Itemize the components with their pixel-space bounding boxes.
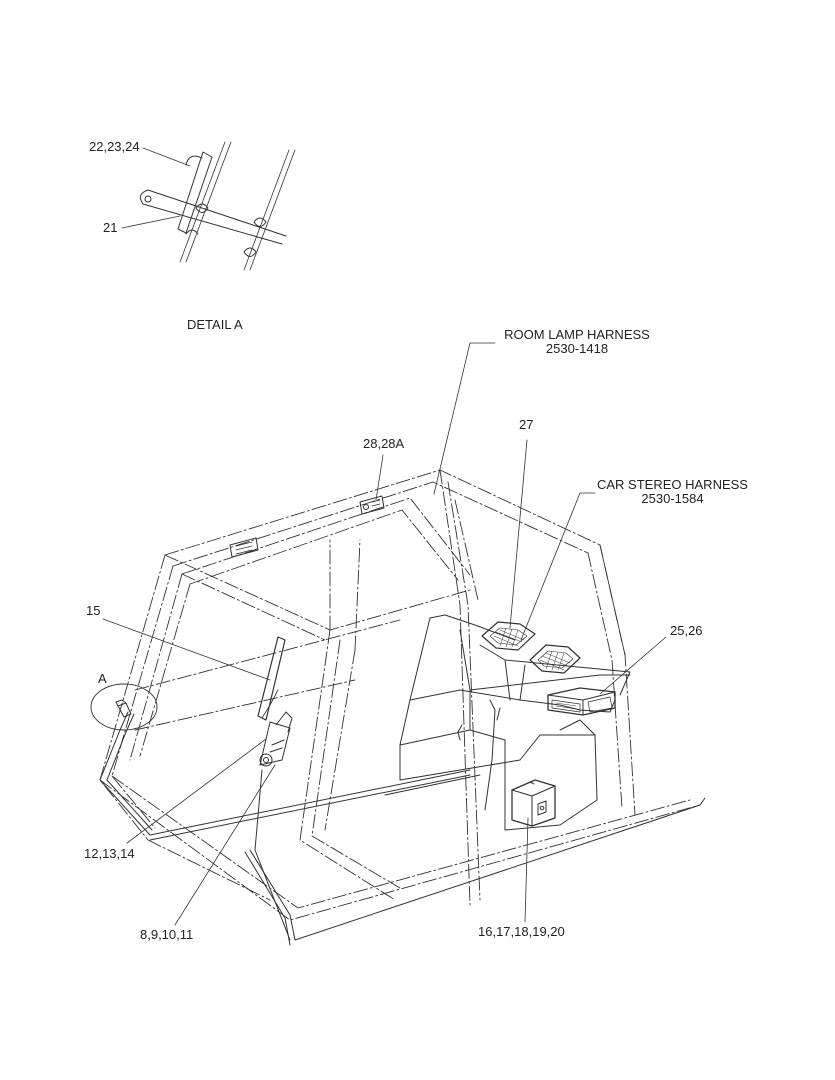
cab-structure [99,614,706,946]
callout-8-9-10-11: 8,9,10,11 [140,927,194,942]
room-lamp-harness-part: 2530-1418 [545,341,609,356]
cab-outline [99,469,701,921]
speaker-left [481,621,536,651]
callout-22-23-24: 22,23,24 [89,139,140,154]
detail-a-title: DETAIL A [187,317,243,332]
car-stereo [547,687,616,716]
callout-25-26: 25,26 [670,623,703,638]
callout-a: A [98,671,107,686]
callout-28-28a: 28,28A [363,436,405,451]
leader-lines [102,342,667,926]
callout-12-13-14: 12,13,14 [84,846,135,861]
car-stereo-harness-name: CAR STEREO HARNESS [597,477,748,492]
speaker-right [529,644,581,674]
relay-box [511,779,556,827]
room-lamp-harness-name: ROOM LAMP HARNESS [504,327,650,342]
callout-21: 21 [103,220,118,235]
room-lamp-right [359,495,385,515]
room-lamp-left [229,537,259,558]
wiper-assembly [257,636,293,767]
detail-a-drawing [121,141,296,271]
callout-16-17-18-19-20: 16,17,18,19,20 [478,924,565,939]
detail-a-indicator [90,683,158,731]
car-stereo-harness-part: 2530-1584 [641,491,704,506]
callout-15: 15 [86,603,101,618]
car-stereo-harness-label: CAR STEREO HARNESS 2530-1584 [590,478,755,506]
room-lamp-harness-label: ROOM LAMP HARNESS 2530-1418 [497,328,657,356]
callout-27: 27 [519,417,534,432]
